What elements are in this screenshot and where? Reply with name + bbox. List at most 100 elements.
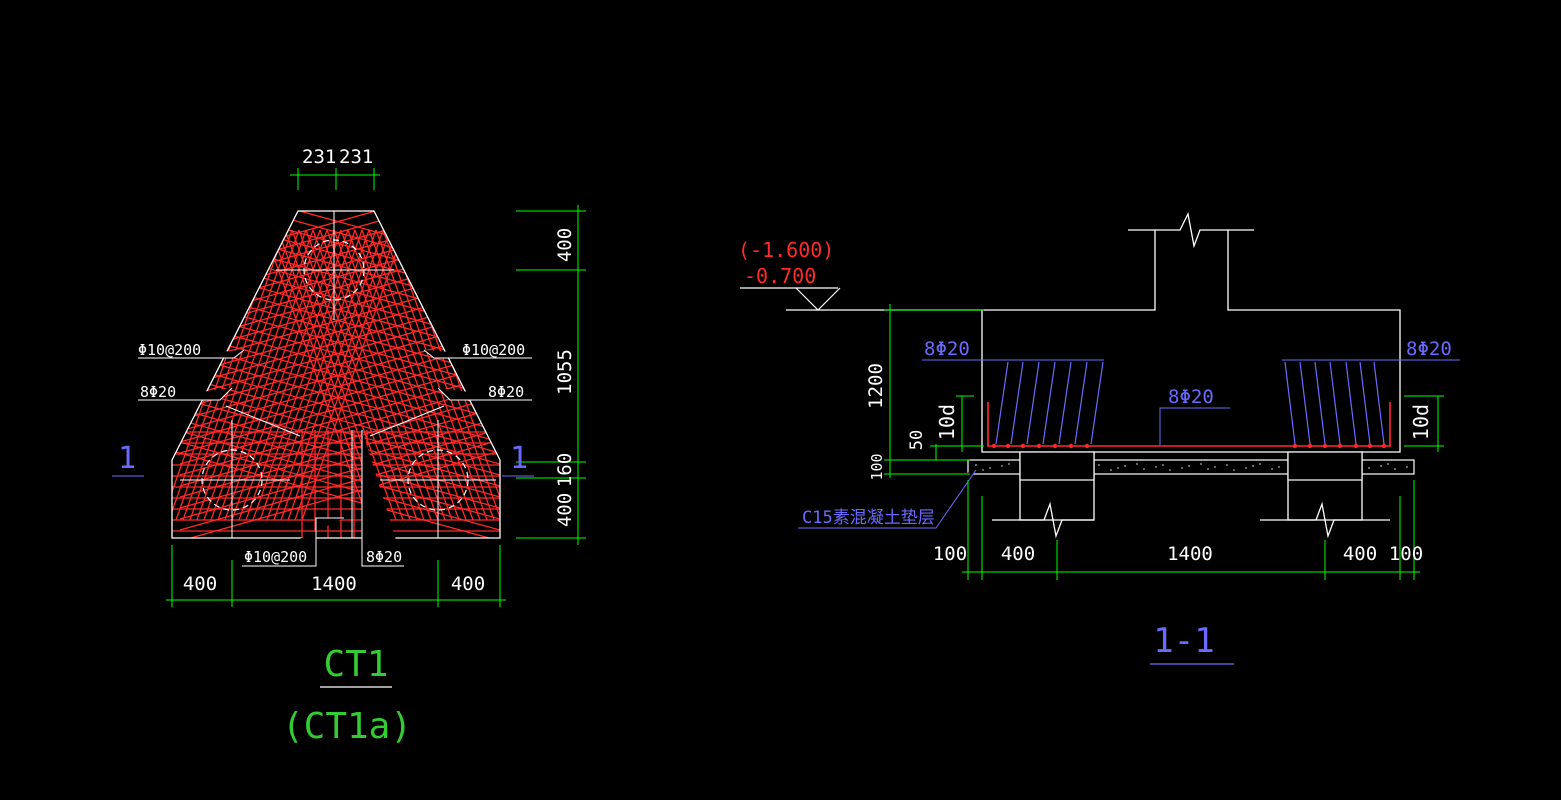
speckle-dot xyxy=(1368,467,1370,469)
section-dim-bottom-3: 1400 xyxy=(1167,543,1213,565)
anchor-bar-left xyxy=(1058,361,1072,445)
elevation-top: (-1.600) xyxy=(738,238,834,262)
label-bar-left: 8Φ20 xyxy=(140,383,176,401)
speckle-dot xyxy=(1207,468,1209,470)
rebar-cross-a xyxy=(179,406,500,498)
pile-head-left xyxy=(1019,451,1095,481)
rebar-dot xyxy=(1307,443,1313,449)
rebar-band-right xyxy=(382,229,488,521)
dim-bottom-right: 400 xyxy=(451,573,485,595)
dim-top-left: 231 xyxy=(302,146,336,168)
anchor-bar-right xyxy=(1284,361,1296,445)
speckle-dot xyxy=(1278,466,1280,468)
section-leaders xyxy=(798,359,1460,529)
label-bar-bottom: 8Φ20 xyxy=(366,548,402,566)
rebar-dot xyxy=(1353,443,1359,449)
speckle-dot xyxy=(1155,466,1157,468)
anchor-bar-right xyxy=(1329,361,1341,445)
pile-head-right xyxy=(1287,451,1363,481)
rebar-band-right xyxy=(270,229,376,521)
anchor-bar-right xyxy=(1299,361,1311,445)
rebar-band-right xyxy=(389,229,495,521)
section-dim-bottom-5: 100 xyxy=(1389,543,1423,565)
plan-leaders xyxy=(112,349,534,567)
rebar-dot xyxy=(991,443,997,449)
rebar-cross-a xyxy=(179,211,500,278)
dim-bottom-mid: 1400 xyxy=(311,573,357,595)
section-label-concrete: C15素混凝土垫层 xyxy=(802,508,935,528)
rebar-band-left xyxy=(189,229,293,521)
speckle-dot xyxy=(1169,469,1171,471)
section-dim-bottom-2: 400 xyxy=(1001,543,1035,565)
section-dim-base: 100 xyxy=(868,453,886,480)
section-dim-cover: 50 xyxy=(907,430,927,450)
section-dim-bottom-1: 100 xyxy=(933,543,967,565)
speckle-dot xyxy=(1406,466,1408,468)
section-anchor-bars xyxy=(995,361,1385,445)
anchor-bar-left xyxy=(1010,361,1024,445)
rebar-dot xyxy=(1322,443,1328,449)
rebar-cross-b xyxy=(172,450,500,538)
section-mark-left: 1 xyxy=(118,441,136,476)
anchor-bar-left xyxy=(1074,361,1088,445)
section-outline xyxy=(981,211,1401,539)
speckle-dot xyxy=(1008,463,1010,465)
section-dimensions xyxy=(884,304,1444,580)
speckle-dot xyxy=(1117,467,1119,469)
speckle-dot xyxy=(1136,463,1138,465)
rebar-band-right xyxy=(333,229,439,521)
speckle-dot xyxy=(1181,467,1183,469)
label-stirrup-left: Φ10@200 xyxy=(138,341,201,359)
rebar-cross-b xyxy=(172,384,500,476)
section-rebar xyxy=(987,402,1391,447)
speckle-dot xyxy=(1259,463,1261,465)
anchor-bar-right xyxy=(1314,361,1326,445)
speckle-dot xyxy=(1124,465,1126,467)
label-stirrup-bottom: Φ10@200 xyxy=(244,548,307,566)
rebar-band-right xyxy=(375,229,481,521)
rebar-cross-b xyxy=(172,439,500,531)
speckle-dot xyxy=(1110,469,1112,471)
rebar-dot xyxy=(1052,443,1058,449)
speckle-dot xyxy=(1214,466,1216,468)
rebar-band-left xyxy=(182,229,286,521)
section-dim-bottom-4: 400 xyxy=(1343,543,1377,565)
rebar-dot xyxy=(1381,443,1387,449)
rebar-band-right xyxy=(305,229,411,521)
label-stirrup-right: Φ10@200 xyxy=(462,341,525,359)
rebar-cross-a xyxy=(179,439,500,531)
section-label-bar-right: 8Φ20 xyxy=(1406,338,1452,360)
rebar-dot xyxy=(1367,443,1373,449)
rebar-cross-b xyxy=(172,362,500,454)
speckle-dot xyxy=(1245,467,1247,469)
elevation-symbol xyxy=(740,287,982,311)
anchor-bar-left xyxy=(1042,361,1056,445)
elevation-bottom: -0.700 xyxy=(744,264,816,288)
plan-dimensions xyxy=(166,168,586,607)
section-title: 1-1 xyxy=(1153,621,1214,661)
rebar-cross-a xyxy=(179,351,500,443)
section-rebar-dots xyxy=(991,443,1387,449)
speckle-dot xyxy=(1387,463,1389,465)
speckle-dot xyxy=(1162,464,1164,466)
plan-title: CT1 xyxy=(323,644,388,685)
rebar-band-right xyxy=(347,229,453,521)
rebar-cross-a xyxy=(179,428,500,520)
dim-right-mid: 1055 xyxy=(554,349,576,395)
dim-bottom-left: 400 xyxy=(183,573,217,595)
speckle-dot xyxy=(1001,465,1003,467)
rebar-dot xyxy=(1036,443,1042,449)
rebar-cross-a xyxy=(179,417,500,509)
speckle-dot xyxy=(1200,463,1202,465)
speckle-dot xyxy=(989,467,991,469)
label-bar-right: 8Φ20 xyxy=(488,383,524,401)
dim-right-small: 160 xyxy=(554,453,576,487)
speckle-dot xyxy=(1271,468,1273,470)
speckle-dot xyxy=(1143,468,1145,470)
plan-centerlines xyxy=(180,211,496,538)
anchor-bar-left xyxy=(1090,361,1104,445)
speckle-dot xyxy=(1380,465,1382,467)
rebar-dot xyxy=(1020,443,1026,449)
rebar-dot xyxy=(1292,443,1298,449)
